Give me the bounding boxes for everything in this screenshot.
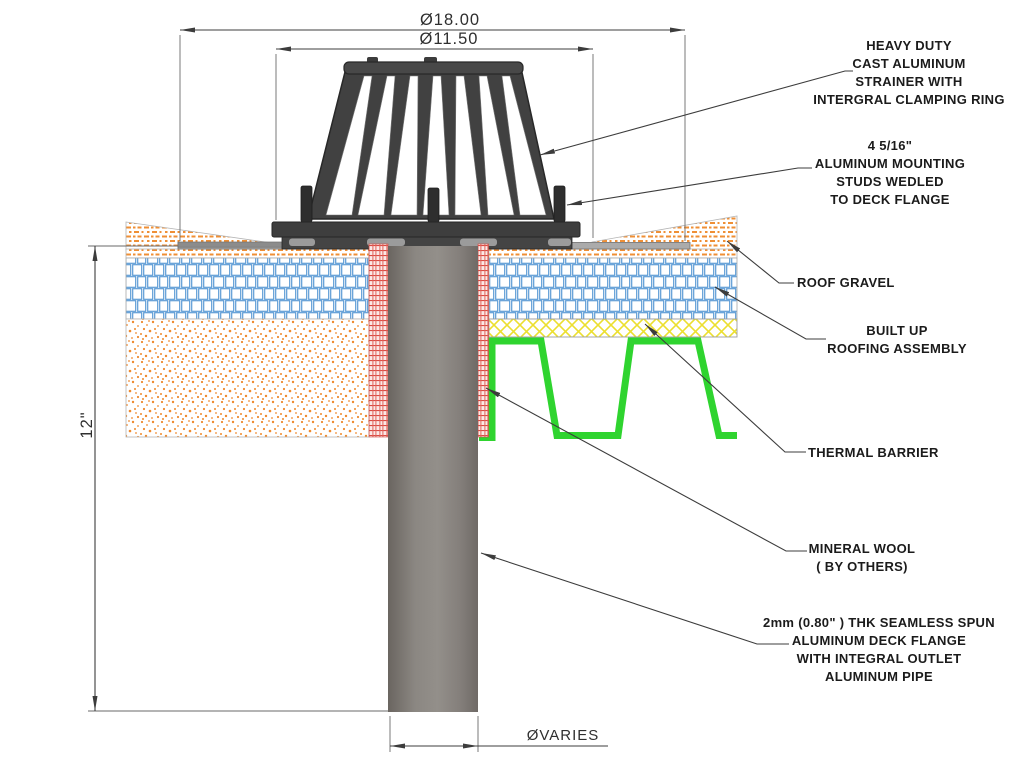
label-studs: 4 5/16" ALUMINUM MOUNTING STUDS WEDLED T… bbox=[815, 138, 965, 207]
label-deck-flange-line2: ALUMINUM DECK FLANGE bbox=[792, 633, 966, 648]
roof-gravel-strip-right bbox=[488, 248, 738, 259]
label-mineral-wool-line1: MINERAL WOOL bbox=[809, 541, 916, 556]
ballast-layer-right bbox=[488, 257, 738, 320]
strainer-slots bbox=[325, 75, 547, 216]
clamping-ring-bar bbox=[271, 221, 581, 238]
metal-deck-profile bbox=[479, 337, 737, 441]
label-strainer-line3: STRAINER WITH bbox=[855, 74, 962, 89]
thermal-barrier-layer bbox=[488, 318, 738, 338]
leader-deck-flange bbox=[480, 552, 789, 645]
label-roof-gravel: ROOF GRAVEL bbox=[797, 275, 895, 290]
dim-pipe-diameter: ØVARIES bbox=[527, 727, 600, 744]
label-built-up: BUILT UP ROOFING ASSEMBLY bbox=[827, 323, 967, 356]
leader-lines bbox=[480, 70, 853, 645]
extension-lines bbox=[88, 35, 686, 752]
leader-studs bbox=[566, 167, 812, 206]
roof-layers-left bbox=[125, 221, 370, 438]
drain-pipe bbox=[388, 246, 478, 712]
label-studs-line4: TO DECK FLANGE bbox=[830, 192, 950, 207]
label-thermal-barrier: THERMAL BARRIER bbox=[808, 445, 939, 460]
label-strainer-line1: HEAVY DUTY bbox=[866, 38, 952, 53]
roof-layers-right bbox=[488, 215, 738, 338]
label-studs-line3: STUDS WEDLED bbox=[836, 174, 944, 189]
label-strainer-line4: INTERGRAL CLAMPING RING bbox=[813, 92, 1005, 107]
dim-depth: 12" bbox=[78, 411, 96, 438]
label-strainer-line2: CAST ALUMINUM bbox=[852, 56, 965, 71]
label-studs-line1: 4 5/16" bbox=[868, 138, 912, 153]
leader-built-up bbox=[714, 286, 826, 340]
mineral-wool-right bbox=[477, 243, 489, 438]
ballast-layer-left bbox=[125, 257, 370, 320]
mineral-wool-left bbox=[368, 243, 389, 438]
mounting-studs bbox=[300, 185, 566, 223]
strainer bbox=[271, 57, 581, 238]
label-built-up-line1: BUILT UP bbox=[866, 323, 927, 338]
strainer-top-cap bbox=[343, 61, 524, 75]
dimension-lines bbox=[92, 27, 685, 749]
leader-strainer bbox=[539, 70, 853, 156]
label-deck-flange-line4: ALUMINUM PIPE bbox=[825, 669, 933, 684]
roof-gravel-strip-left bbox=[125, 248, 370, 259]
label-deck-flange-line1: 2mm (0.80" ) THK SEAMLESS SPUN bbox=[763, 615, 995, 630]
label-deck-flange: 2mm (0.80" ) THK SEAMLESS SPUN ALUMINUM … bbox=[763, 615, 995, 684]
label-studs-line2: ALUMINUM MOUNTING bbox=[815, 156, 965, 171]
label-mineral-wool: MINERAL WOOL ( BY OTHERS) bbox=[809, 541, 916, 574]
dim-clamp-diameter: Ø11.50 bbox=[420, 30, 479, 48]
leader-mineral-wool bbox=[485, 387, 807, 552]
label-strainer: HEAVY DUTY CAST ALUMINUM STRAINER WITH I… bbox=[813, 38, 1005, 107]
leader-thermal-barrier bbox=[644, 323, 806, 453]
leader-roof-gravel bbox=[726, 240, 794, 284]
dim-outer-diameter: Ø18.00 bbox=[420, 11, 480, 29]
label-deck-flange-line3: WITH INTEGRAL OUTLET bbox=[797, 651, 962, 666]
label-built-up-line2: ROOFING ASSEMBLY bbox=[827, 341, 967, 356]
label-mineral-wool-line2: ( BY OTHERS) bbox=[816, 559, 907, 574]
insulation-layer-left bbox=[125, 318, 370, 438]
